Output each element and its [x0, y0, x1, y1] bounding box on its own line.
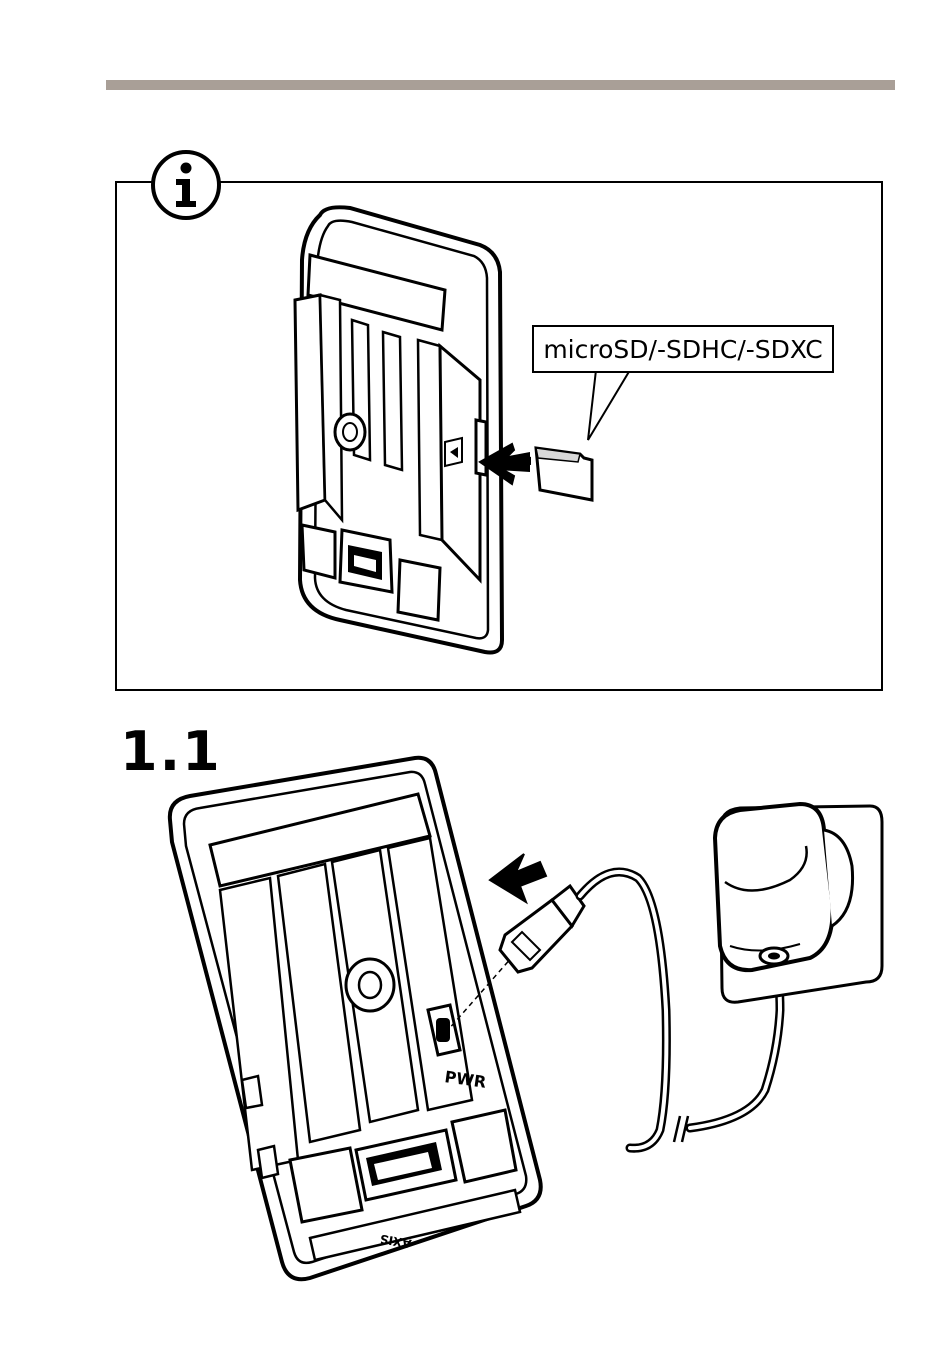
info-icon	[150, 149, 222, 221]
power-connection-illustration: PWR AXIS	[160, 750, 900, 1290]
sd-card-callout: microSD/-SDHC/-SDXC	[532, 325, 834, 373]
header-rule	[106, 80, 895, 90]
callout-pointer	[560, 370, 640, 450]
